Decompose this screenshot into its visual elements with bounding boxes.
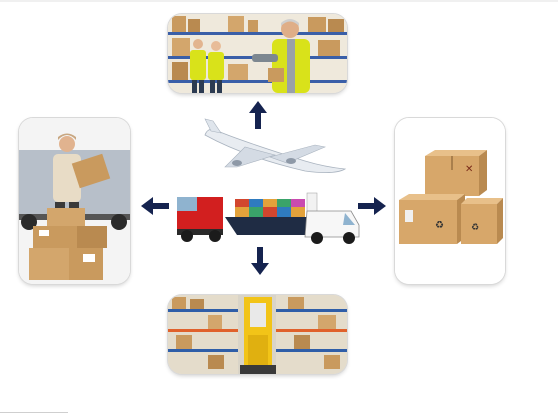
warehouse-workers-photo [168, 14, 347, 93]
warehouse-aisle-photo [168, 295, 347, 374]
cardboard-boxes-photo: ✕ ♻ ♻ [395, 118, 505, 284]
white-van-icon [304, 210, 360, 244]
delivery-man-photo [19, 118, 130, 284]
red-truck-icon [177, 197, 223, 242]
arrow-right-icon [358, 197, 386, 215]
svg-text:✕: ✕ [465, 164, 473, 175]
transport-montage-image [177, 118, 360, 244]
arrow-left-icon [141, 197, 169, 215]
bottom-divider [0, 412, 68, 413]
svg-text:♻: ♻ [471, 223, 479, 233]
arrow-up-icon [249, 101, 267, 129]
cargo-ship-icon [225, 192, 325, 235]
airplane-icon [204, 118, 347, 173]
top-divider [0, 0, 558, 2]
svg-text:♻: ♻ [435, 220, 444, 231]
arrow-down-icon [251, 247, 269, 275]
